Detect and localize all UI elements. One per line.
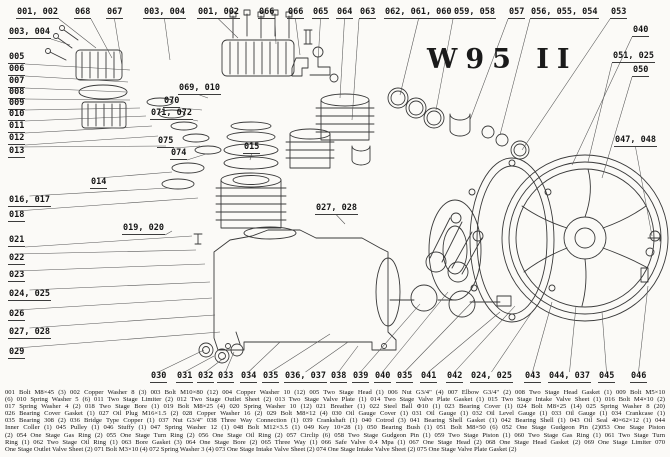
part-callout: 074 [170,148,188,160]
part-callout: 041 [420,371,438,383]
part-callout: 003, 004 [143,7,186,19]
parts-list-line: Inner Coller (1) 045 Pulley (1) 046 Stuf… [5,424,665,432]
parts-list-line: (2) 054 One Stage Gas Ring (2) 055 One S… [5,431,665,439]
part-callout: 029 [8,347,26,359]
part-callout: 043 [524,371,542,383]
part-callout: 040 [632,25,650,37]
part-callout: 006 [8,64,26,76]
part-callout: 057 [508,7,526,19]
part-callout: 015 [243,142,261,154]
part-callout: 011 [8,121,26,133]
part-callout: 022 [8,253,26,265]
part-callout: 067 [106,7,124,19]
part-callout: 024, 025 [470,371,513,383]
part-callout: 016, 017 [8,195,51,207]
part-callout: 063 [359,7,377,19]
leader-lines [16,18,653,373]
part-callout: 053 [610,7,628,19]
part-callout: 044, 037 [548,371,591,383]
part-callout: 013 [8,146,26,158]
part-callout: 066 [258,7,276,19]
part-callout: 035 [396,371,414,383]
part-callout: 036, 037 [284,371,327,383]
part-callout: 035 [262,371,280,383]
part-callout: 070 [163,96,181,108]
parts-list-line: 026 Bearing Cover Gasket (1) 027 Oil Plu… [5,410,665,418]
part-callout: 008 [8,87,26,99]
part-callout: 038 [330,371,348,383]
part-callout: 040 [374,371,392,383]
part-callout: 050 [632,65,650,77]
part-callout: 039 [352,371,370,383]
part-callout: 027, 028 [8,327,51,339]
part-callout: 027, 028 [315,203,358,215]
part-callout: 005 [8,52,26,64]
part-callout: 075 [157,136,175,148]
part-callout: 001, 002 [16,7,59,19]
part-callout: 019, 020 [122,223,165,235]
part-callout: 024, 025 [8,289,51,301]
part-callout: 069, 010 [178,83,221,95]
part-callout: 030 [150,371,168,383]
part-callout: 031 [176,371,194,383]
part-callout: 056, 055, 054 [530,7,599,19]
part-callout: 066 [287,7,305,19]
part-callout: 034 [240,371,258,383]
part-callout: 009 [8,98,26,110]
part-callout: 001, 002 [197,7,240,19]
part-callout: 064 [336,7,354,19]
part-callout: 021 [8,235,26,247]
part-callout: 007 [8,76,26,88]
compressor-exploded-drawing [16,9,669,373]
part-callout: 062, 061, 060 [384,7,453,19]
part-callout: 018 [8,210,26,222]
part-callout: 046 [630,371,648,383]
part-callout: 010 [8,109,26,121]
part-callout: 003, 004 [8,27,51,39]
parts-list-line: 035 Bearing 308 (2) 036 Bridge Type Copp… [5,417,665,425]
parts-list-line: 017 Spring Washer 4 (2) 018 Two Stage Bo… [5,403,665,411]
part-callout: 047, 048 [614,135,657,147]
parts-list-line: (6) 010 Spring Washer 5 (6) 011 Two Stag… [5,396,665,404]
exploded-parts-diagram: W95 II 001, 002 068 067 003, 004 001, 002 066… [8,7,669,383]
part-callout: 068 [74,7,92,19]
part-callout: 059, 058 [453,7,496,19]
part-callout: 012 [8,133,26,145]
part-callout: 032 [197,371,215,383]
part-callout: 033 [217,371,235,383]
parts-list-line: Ring (1) 062 Two Stage Oil Ring (1) 063 … [5,438,665,446]
parts-list-line: 001 Bolt M8×45 (3) 002 Copper Washer 8 (… [5,389,665,396]
part-callout: 023 [8,270,26,282]
model-title: W95 II [427,44,578,75]
parts-list-line: One Stage Outlet Valve Sheet (2) 071 Bol… [5,445,517,453]
part-callout: 014 [90,177,108,189]
part-callout: 071, 072 [150,108,193,120]
parts-list: 001 Bolt M8×45 (3) 002 Copper Washer 8 (… [5,389,665,453]
part-callout: 026 [8,309,26,321]
part-callout: 065 [312,7,330,19]
part-callout: 045 [598,371,616,383]
part-callout: 042 [446,371,464,383]
part-callout: 051, 025 [612,51,655,63]
